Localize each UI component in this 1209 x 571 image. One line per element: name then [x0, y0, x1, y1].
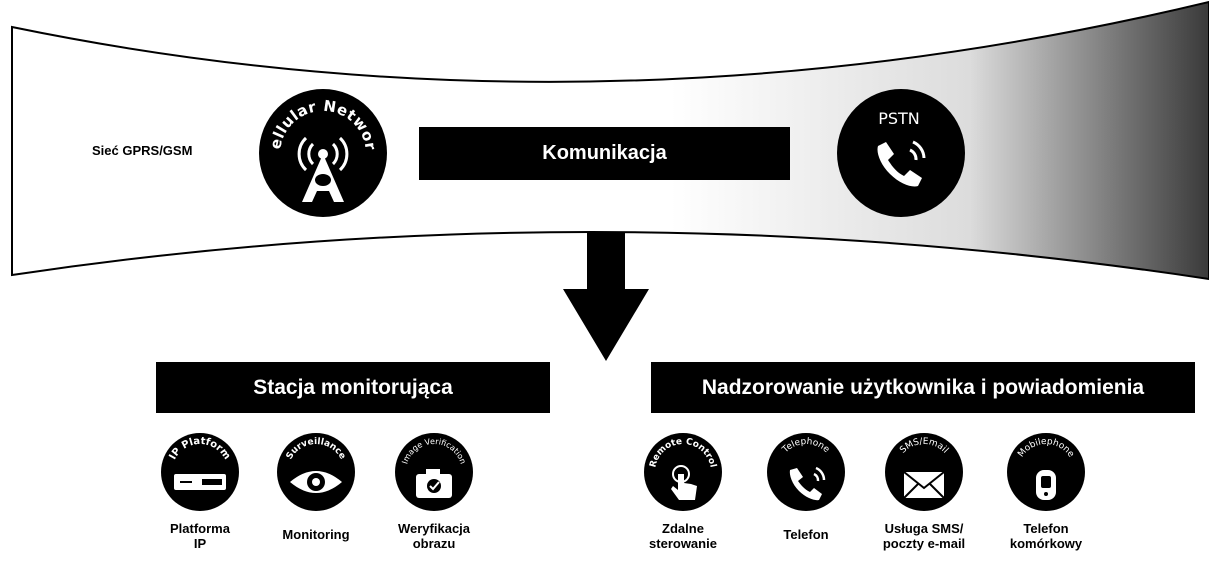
- communication-bar: Komunikacja: [419, 127, 790, 180]
- eye-icon: Surveillance: [277, 433, 355, 511]
- monitoring-station-bar: Stacja monitorująca: [156, 362, 550, 413]
- touch-hand-icon: Remote Control: [644, 433, 722, 511]
- ip-platform-icon: IP Platform: [161, 433, 239, 511]
- user-supervision-bar: Nadzorowanie użytkownika i powiadomienia: [651, 362, 1195, 413]
- phone-icon: Telephone: [767, 433, 845, 511]
- envelope-icon: SMS/Email: [885, 433, 963, 511]
- cellular-network-icon: Cellular Network: [258, 88, 387, 217]
- sms-email-caption: Usługa SMS/poczty e-mail: [882, 521, 966, 551]
- gprs-gsm-label: Sieć GPRS/GSM: [92, 143, 193, 158]
- down-arrow-icon: [563, 233, 649, 361]
- camera-icon: Image Verification: [395, 433, 473, 511]
- pstn-phone-icon: [877, 140, 926, 187]
- monitoring-caption: Monitoring: [282, 527, 350, 542]
- telephone-caption: Telefon: [783, 527, 829, 542]
- pstn-icon: PSTN: [837, 89, 965, 217]
- pstn-text: PSTN: [878, 109, 920, 128]
- mobile-phone-icon: Mobilephone: [1007, 433, 1085, 511]
